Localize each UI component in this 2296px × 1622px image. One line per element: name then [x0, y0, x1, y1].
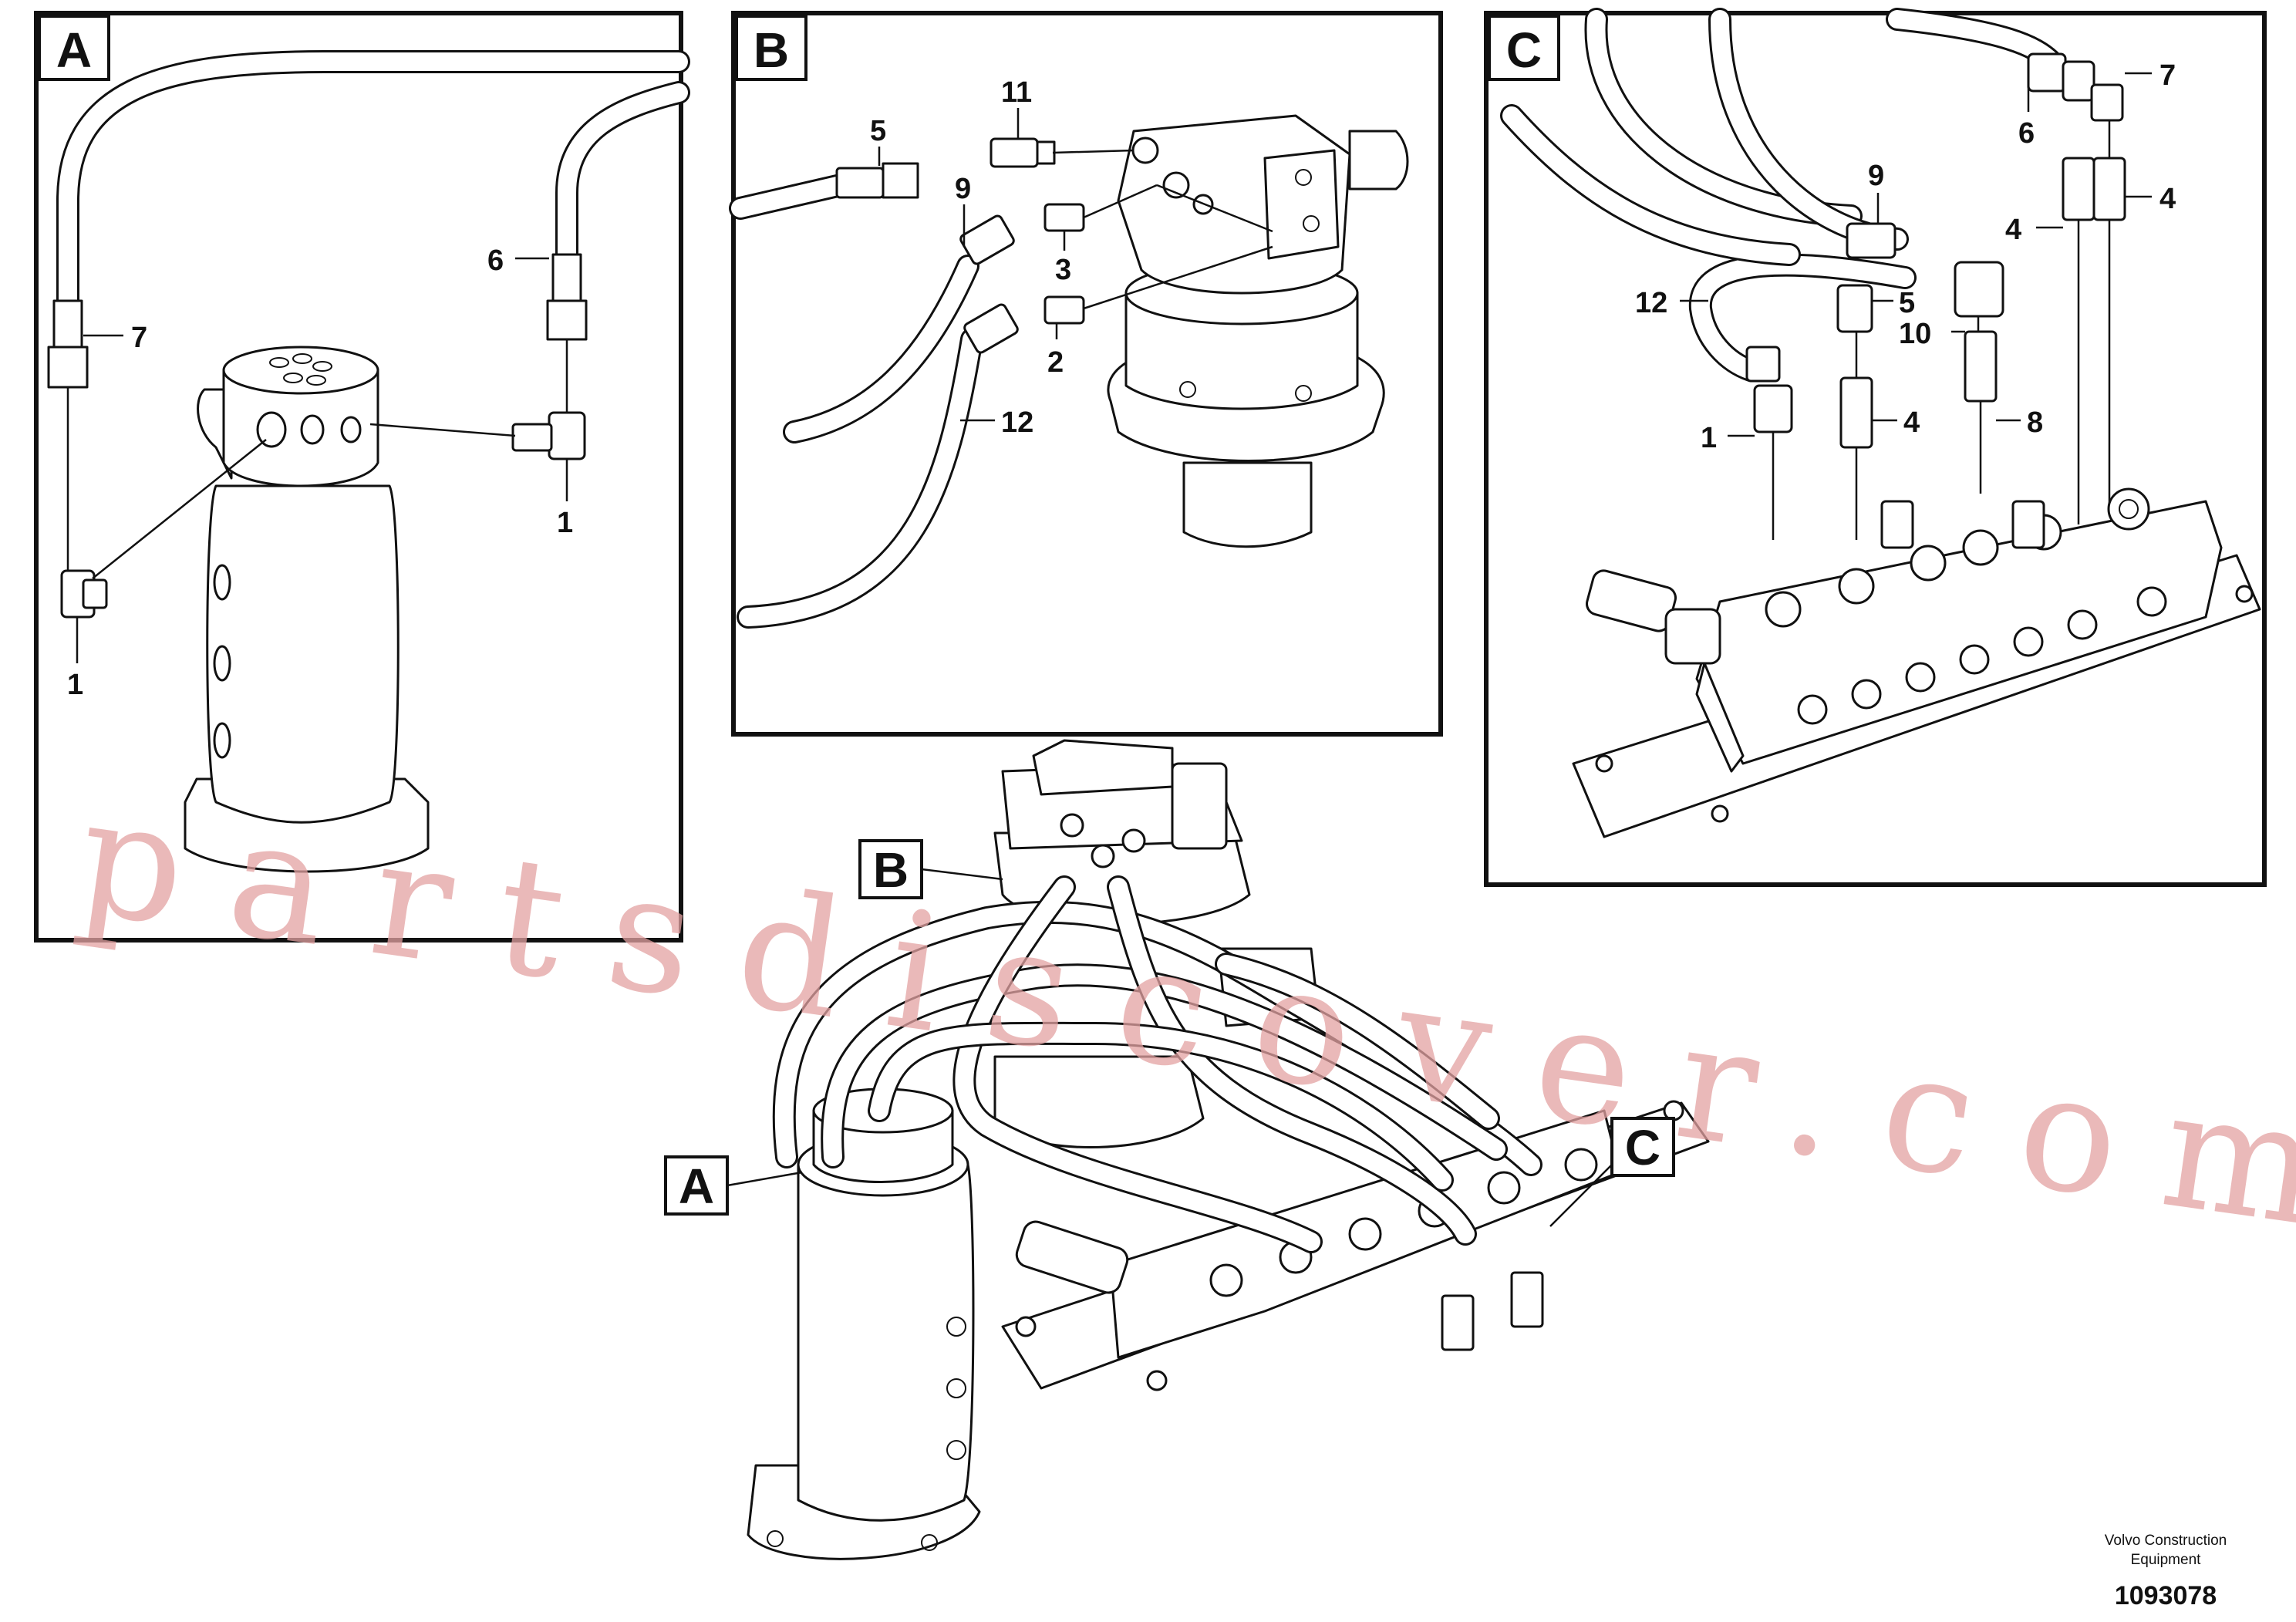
callout: 6 — [2018, 117, 2035, 150]
hose-nut — [47, 346, 89, 389]
callout: 8 — [2027, 406, 2043, 439]
callout: 1 — [557, 507, 573, 539]
callout: 4 — [1903, 406, 1920, 439]
panel-c: C — [1484, 8, 2267, 887]
panel-a: A — [34, 11, 690, 943]
callout: 5 — [1899, 287, 1915, 319]
swivel-joint-icon — [747, 1088, 981, 1560]
panel-b-label-box — [735, 15, 807, 81]
elbow-fitting-icon — [1745, 52, 2124, 433]
callout: 1 — [1701, 422, 1717, 454]
swing-motor-icon — [1107, 114, 1409, 548]
hose-ferrule — [835, 167, 885, 199]
callout: 9 — [955, 173, 971, 205]
panel-b-label: B — [754, 22, 789, 78]
callout: 2 — [1047, 346, 1064, 379]
panel-c-label: C — [1506, 22, 1542, 78]
hose-ferrule — [551, 253, 582, 302]
drawing-number: 1093078 — [2115, 1581, 2217, 1610]
callout: 6 — [487, 244, 504, 277]
main-tag-c-box — [1610, 1117, 1675, 1177]
callout: 1 — [67, 669, 83, 701]
main-tag-a: A — [679, 1158, 714, 1214]
main-assembly: B A C — [664, 739, 1710, 1560]
callout: 11 — [1001, 76, 1032, 109]
hose-icon — [729, 174, 983, 629]
panel-c-label-box — [1488, 15, 1560, 81]
nipple-fitting-icon — [990, 137, 1085, 325]
panel-b: B — [729, 11, 1443, 737]
main-tag-c: C — [1625, 1120, 1660, 1175]
hose-ferrule — [52, 299, 83, 349]
brand-line-2: Equipment — [2131, 1552, 2202, 1568]
swivel-joint-icon — [184, 346, 430, 873]
hose-icon — [56, 50, 690, 312]
hose-icon — [772, 875, 1542, 1253]
hose-nut — [882, 162, 919, 199]
callout: 10 — [1899, 318, 1931, 350]
callout: 7 — [131, 322, 147, 354]
hose-nut — [959, 214, 1015, 265]
callout: 4 — [2005, 214, 2021, 246]
callout: 4 — [2159, 183, 2176, 215]
callout: 9 — [1868, 160, 1884, 192]
callout: 7 — [2159, 59, 2176, 92]
brand-line-1: Volvo Construction — [2105, 1533, 2227, 1549]
main-tag-b-box — [858, 839, 923, 899]
control-valve-icon — [1572, 487, 2261, 838]
hose-nut — [963, 303, 1019, 354]
panel-a-label: A — [56, 22, 92, 78]
main-tag-b: B — [873, 842, 909, 898]
panel-a-label-box — [38, 15, 110, 81]
hose-nut — [546, 299, 588, 341]
callout: 5 — [870, 115, 886, 147]
callout: 3 — [1055, 254, 1071, 286]
callout: 12 — [1001, 406, 1033, 439]
callout: 12 — [1635, 287, 1667, 319]
